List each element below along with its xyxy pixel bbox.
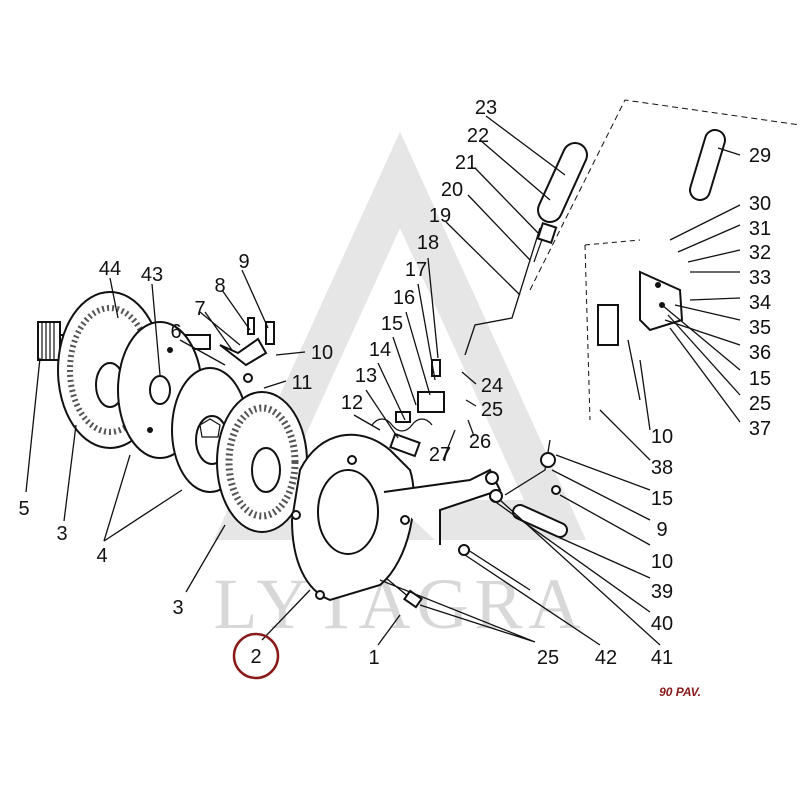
friction-disc-part bbox=[216, 391, 308, 533]
callout-26: 26 bbox=[469, 431, 491, 453]
callout-19: 19 bbox=[429, 205, 451, 227]
callout-29: 29 bbox=[749, 145, 771, 167]
callout-32: 32 bbox=[749, 242, 771, 264]
callout-17: 17 bbox=[405, 259, 427, 281]
callout-40: 40 bbox=[651, 613, 673, 635]
callout-43: 43 bbox=[141, 264, 163, 286]
callout-38: 38 bbox=[651, 457, 673, 479]
callout-9: 9 bbox=[238, 251, 249, 273]
lever-part bbox=[554, 129, 726, 441]
callout-37: 37 bbox=[749, 418, 771, 440]
callout-11: 11 bbox=[292, 372, 313, 394]
highlight-circle bbox=[232, 632, 280, 680]
callout-25: 25 bbox=[537, 647, 559, 669]
lever-bracket-part bbox=[597, 270, 684, 401]
callout-6: 6 bbox=[170, 321, 181, 343]
callout-36: 36 bbox=[749, 342, 771, 364]
callout-10-right: 10 bbox=[651, 551, 673, 573]
callout-2-highlighted: 2 bbox=[250, 646, 261, 668]
callout-10-upper: 10 bbox=[651, 426, 673, 448]
dashed-guide-line-2 bbox=[584, 239, 641, 421]
callout-30: 30 bbox=[749, 193, 771, 215]
callout-42: 42 bbox=[595, 647, 617, 669]
callout-39: 39 bbox=[651, 581, 673, 603]
callout-16: 16 bbox=[393, 287, 415, 309]
callout-labels: 44 43 9 8 7 6 10 11 5 3 4 3 2 1 25 42 41… bbox=[18, 97, 771, 669]
callout-25-center: 25 bbox=[481, 399, 503, 421]
linkage-part bbox=[219, 317, 275, 383]
hand-grip-part bbox=[537, 142, 588, 223]
callout-3: 3 bbox=[56, 523, 67, 545]
spring-mechanism-part bbox=[371, 359, 445, 458]
leader-lines bbox=[25, 115, 741, 646]
callout-24: 24 bbox=[481, 375, 503, 397]
callout-20: 20 bbox=[441, 179, 463, 201]
callout-8: 8 bbox=[214, 275, 225, 297]
callout-3-second: 3 bbox=[172, 597, 183, 619]
callout-22: 22 bbox=[467, 125, 489, 147]
watermark-text: LYTAGRA bbox=[214, 564, 587, 644]
callout-21: 21 bbox=[455, 152, 477, 174]
callout-1: 1 bbox=[368, 647, 379, 669]
callout-5: 5 bbox=[18, 498, 29, 520]
callout-44: 44 bbox=[99, 258, 121, 280]
callout-13: 13 bbox=[355, 365, 377, 387]
callout-10: 10 bbox=[311, 342, 333, 364]
callout-15: 15 bbox=[381, 313, 403, 335]
brake-housing-part bbox=[290, 433, 415, 602]
callout-15-upper: 15 bbox=[749, 368, 771, 390]
callout-4: 4 bbox=[96, 545, 107, 567]
callout-35: 35 bbox=[749, 317, 771, 339]
callout-41: 41 bbox=[651, 647, 673, 669]
bracket-part bbox=[383, 468, 531, 591]
callout-31: 31 bbox=[749, 218, 771, 240]
callout-33: 33 bbox=[749, 267, 771, 289]
callout-7: 7 bbox=[194, 298, 205, 320]
figure-code: 90 PAV. bbox=[659, 685, 701, 699]
callout-9-right: 9 bbox=[656, 519, 667, 541]
callout-25-right: 25 bbox=[749, 393, 771, 415]
callout-18: 18 bbox=[417, 232, 439, 254]
callout-34: 34 bbox=[749, 292, 771, 314]
pedal-pin-part bbox=[512, 504, 568, 538]
callout-27: 27 bbox=[429, 444, 451, 466]
callout-15-right: 15 bbox=[651, 488, 673, 510]
callout-12: 12 bbox=[341, 392, 363, 414]
dashed-guide-line bbox=[529, 99, 800, 291]
callout-23: 23 bbox=[475, 97, 497, 119]
rod-part bbox=[464, 221, 558, 356]
lower-lever-part bbox=[504, 439, 561, 496]
callout-14: 14 bbox=[369, 339, 391, 361]
